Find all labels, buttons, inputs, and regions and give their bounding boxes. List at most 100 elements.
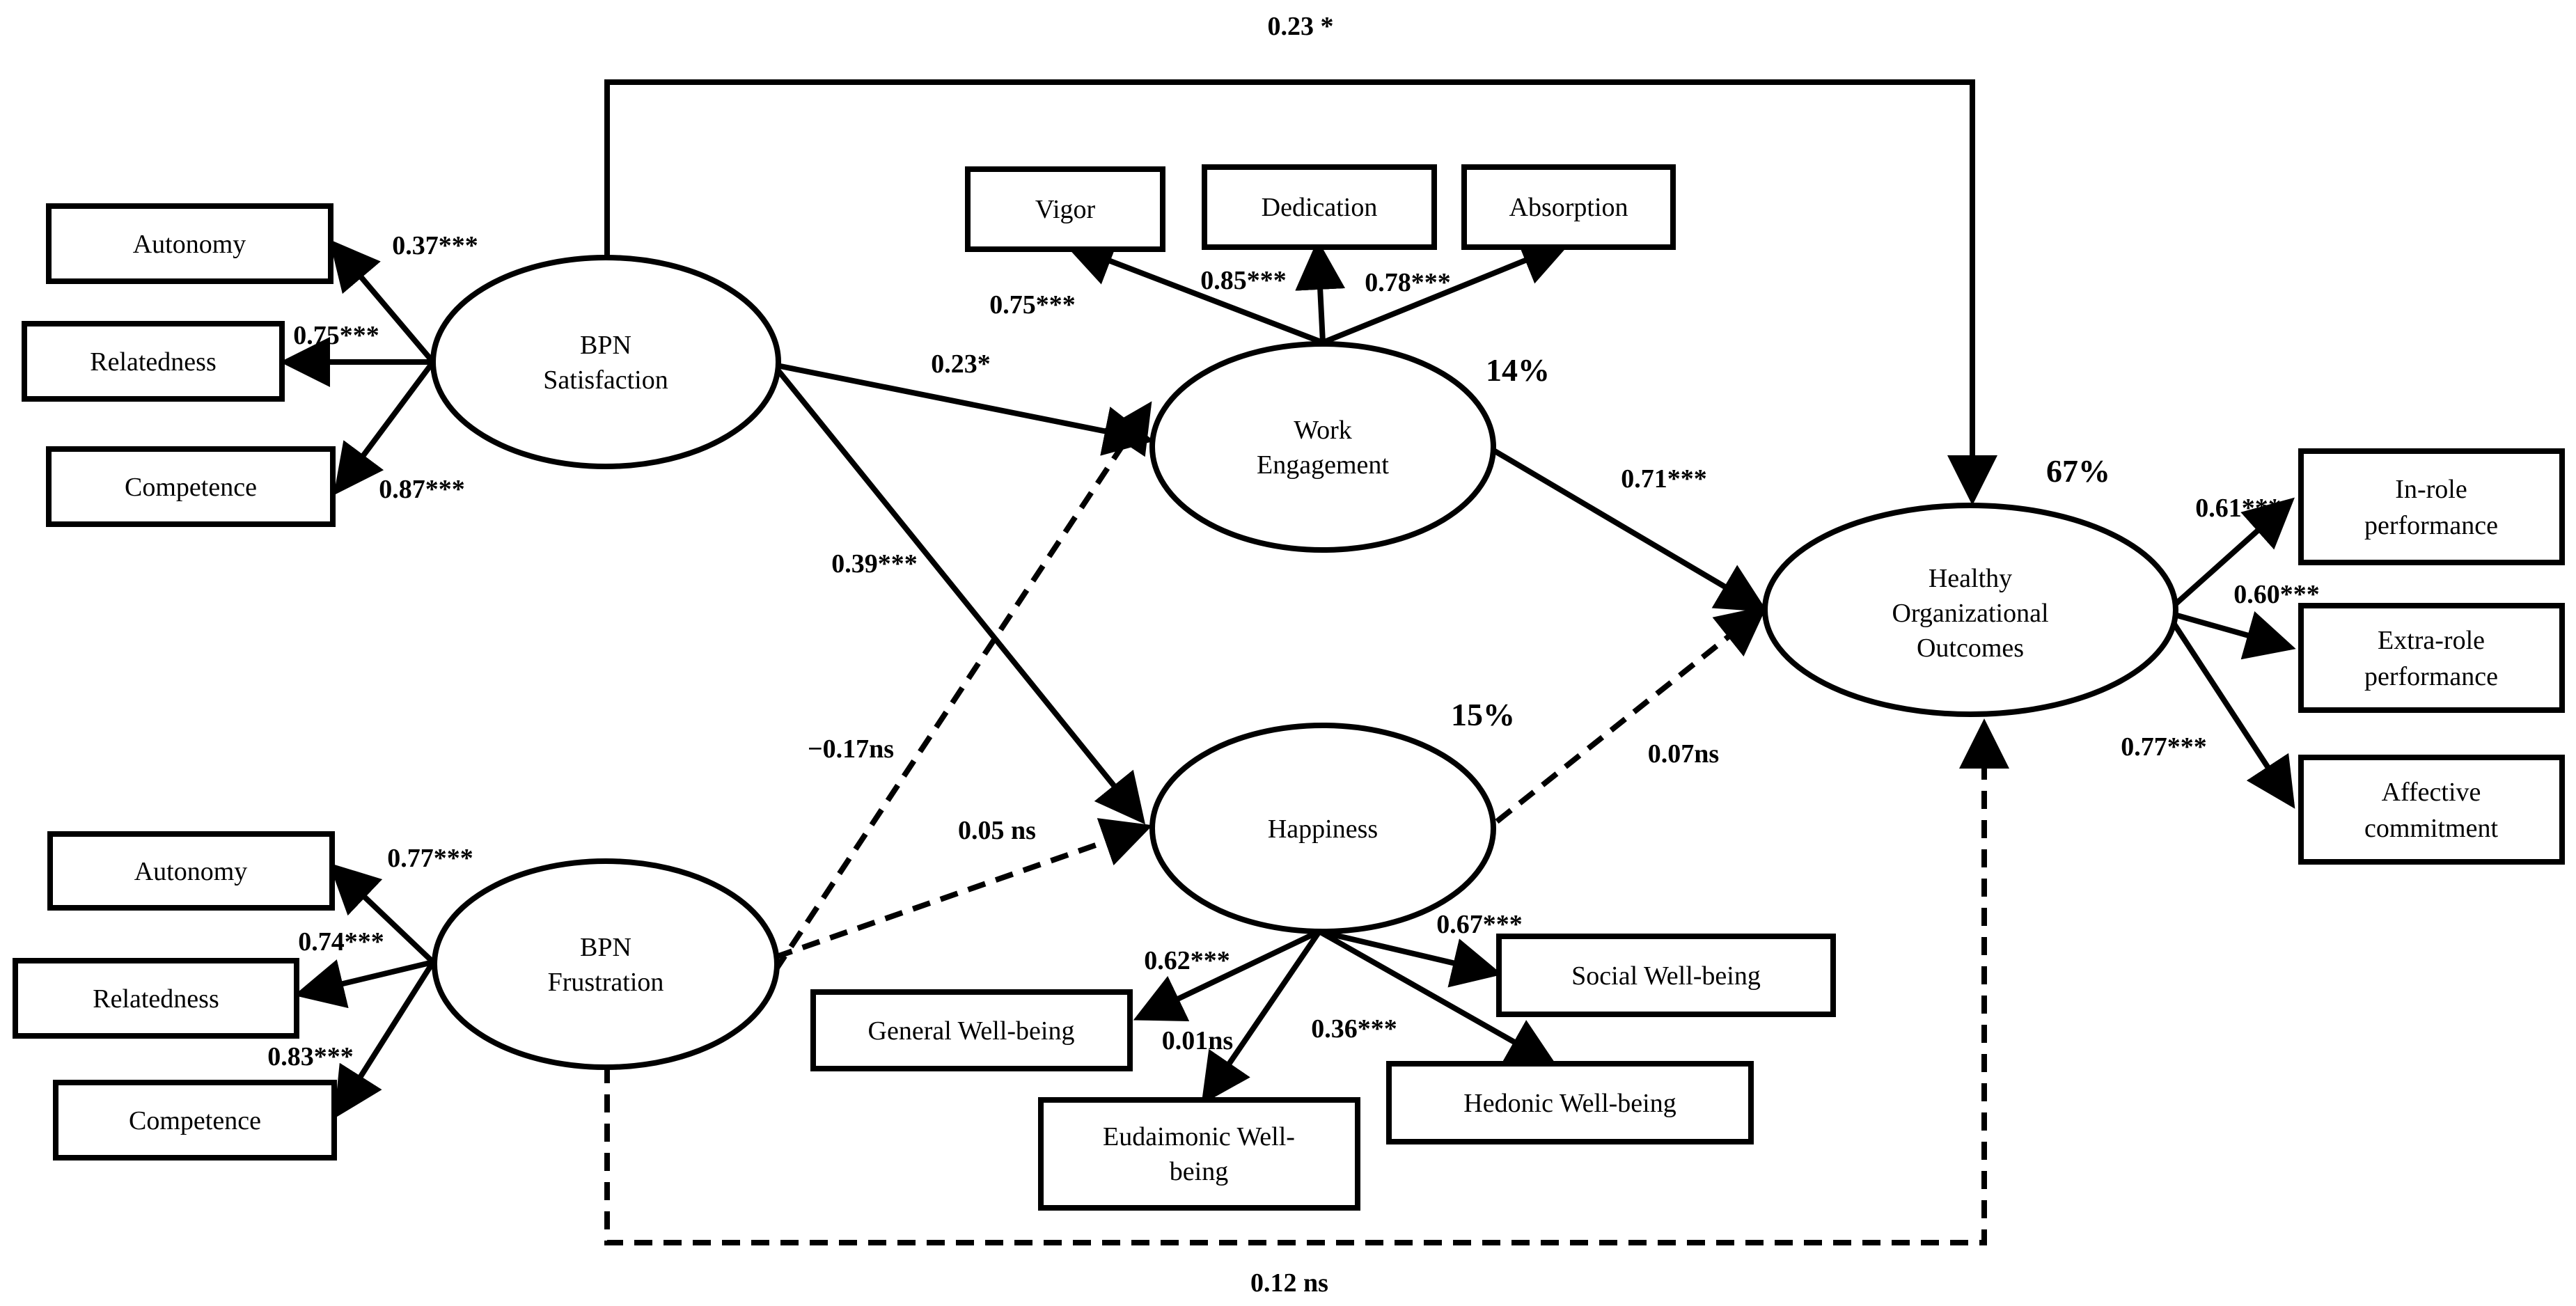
svg-text:Relatedness: Relatedness (93, 984, 219, 1014)
path-sat-to-engagement (776, 363, 1154, 456)
path-general-wb (1133, 929, 1321, 1021)
label-line: General Well-being (868, 1016, 1075, 1046)
coef-social-wb: 0.67*** (1436, 910, 1523, 939)
coef-sat-relatedness: 0.75*** (293, 321, 379, 350)
construct-label: Happiness (1268, 815, 1378, 844)
construct-label: BPN Frustration (548, 933, 664, 997)
coef-dedication: 0.85*** (1200, 266, 1287, 295)
label-line: Absorption (1509, 193, 1628, 222)
path-affective (2169, 619, 2295, 809)
svg-text:Autonomy: Autonomy (133, 230, 246, 259)
svg-text:Hedonic Well-being: Hedonic Well-being (1463, 1089, 1676, 1118)
label-line: Affective (2382, 778, 2481, 807)
path-eudaimonic-wb (1201, 929, 1322, 1105)
label-line: Competence (125, 473, 257, 502)
label-line: Engagement (1257, 450, 1389, 480)
path-hedonic-wb (1318, 929, 1557, 1067)
path-extra-role (2171, 611, 2296, 660)
svg-text:Competence: Competence (129, 1106, 261, 1135)
coef-fru-competence: 0.83*** (267, 1042, 354, 1071)
indicator-vigor: Vigor (965, 166, 1165, 252)
coef-sat-to-outcomes: 0.23 * (1268, 12, 1334, 41)
coef-in-role: 0.61*** (2195, 494, 2282, 523)
svg-text:Autonomy: Autonomy (134, 857, 248, 886)
construct-bpn-frustration: BPN Frustration (432, 858, 780, 1070)
path-vigor (1063, 237, 1324, 345)
label-line: Healthy (1929, 564, 2012, 593)
coef-vigor: 0.75*** (989, 290, 1076, 320)
label-line: performance (2364, 662, 2498, 691)
coef-affective: 0.77*** (2121, 732, 2207, 762)
path-fru-competence (333, 960, 436, 1119)
svg-text:Absorption: Absorption (1509, 193, 1628, 222)
label-line: Hedonic Well-being (1463, 1089, 1676, 1118)
coef-happiness-to-outcomes: 0.07ns (1648, 739, 1719, 769)
label-line: commitment (2364, 814, 2499, 843)
label-line: performance (2364, 511, 2498, 540)
coef-fru-to-engagement: −0.17ns (808, 734, 894, 764)
path-social-wb (1319, 929, 1502, 988)
indicator-sat-competence: Competence (46, 446, 336, 527)
path-engagement-to-outcomes (1489, 446, 1768, 613)
indicator-dedication: Dedication (1202, 164, 1437, 250)
label-line: Outcomes (1917, 634, 2024, 663)
label-line: being (1170, 1157, 1228, 1186)
coef-sat-to-happiness: 0.39*** (831, 549, 918, 579)
path-absorption (1321, 237, 1572, 345)
label-line: Organizational (1892, 599, 2048, 628)
label-line: Competence (129, 1106, 261, 1135)
indicator-hedonic-wb: Hedonic Well-being (1386, 1061, 1754, 1144)
path-sat-competence (333, 360, 436, 496)
label-line: Happiness (1268, 815, 1378, 844)
indicator-fru-relatedness: Relatedness (13, 958, 299, 1039)
svg-text:Vigor: Vigor (1035, 195, 1096, 224)
path-sat-to-happiness (774, 367, 1146, 825)
coef-sat-competence: 0.87*** (379, 475, 465, 504)
indicator-fru-competence: Competence (53, 1080, 337, 1161)
path-in-role (2170, 497, 2295, 609)
label-line: Autonomy (133, 230, 246, 259)
path-sat-autonomy (329, 239, 436, 364)
label-line: BPN (580, 331, 631, 360)
label-line: Vigor (1035, 195, 1096, 224)
path-fru-to-engagement (772, 401, 1152, 973)
label-line: BPN (580, 933, 631, 962)
label-line: Work (1294, 416, 1351, 445)
svg-text:Eudaimonic Well-being: Eudaimonic Well-being (1103, 1122, 1295, 1186)
path-happiness-to-outcomes (1495, 606, 1768, 824)
label-line: Frustration (548, 968, 664, 997)
indicator-fru-autonomy: Autonomy (47, 831, 335, 911)
coef-fru-to-outcomes: 0.12 ns (1250, 1268, 1328, 1298)
path-fru-to-outcomes (604, 718, 2009, 1245)
label-line: Social Well-being (1571, 961, 1761, 991)
svg-text:General Well-being: General Well-being (868, 1016, 1075, 1046)
r2-work-engagement: 14% (1486, 352, 1550, 388)
path-dedication (1295, 239, 1346, 343)
path-sat-to-outcomes (604, 79, 1997, 505)
label-line: Relatedness (90, 347, 217, 377)
indicator-affective: Affective commitment (2298, 755, 2565, 865)
indicator-general-wb: General Well-being (810, 989, 1133, 1071)
indicator-sat-autonomy: Autonomy (46, 203, 333, 284)
indicator-eudaimonic-wb: Eudaimonic Well-being (1038, 1097, 1360, 1211)
svg-text:Social Well-being: Social Well-being (1571, 961, 1761, 991)
path-fru-relatedness (294, 959, 434, 1009)
coef-general-wb: 0.62*** (1144, 946, 1230, 975)
coef-fru-autonomy: 0.77*** (387, 844, 473, 873)
coef-sat-autonomy: 0.37*** (392, 231, 478, 260)
coef-hedonic-wb: 0.36*** (1311, 1014, 1397, 1044)
svg-text:Relatedness: Relatedness (90, 347, 217, 377)
r2-healthy-outcomes: 67% (2046, 453, 2110, 489)
r2-happiness: 15% (1451, 697, 1515, 732)
coef-fru-to-happiness: 0.05 ns (958, 816, 1036, 845)
label-line: Dedication (1262, 193, 1378, 222)
